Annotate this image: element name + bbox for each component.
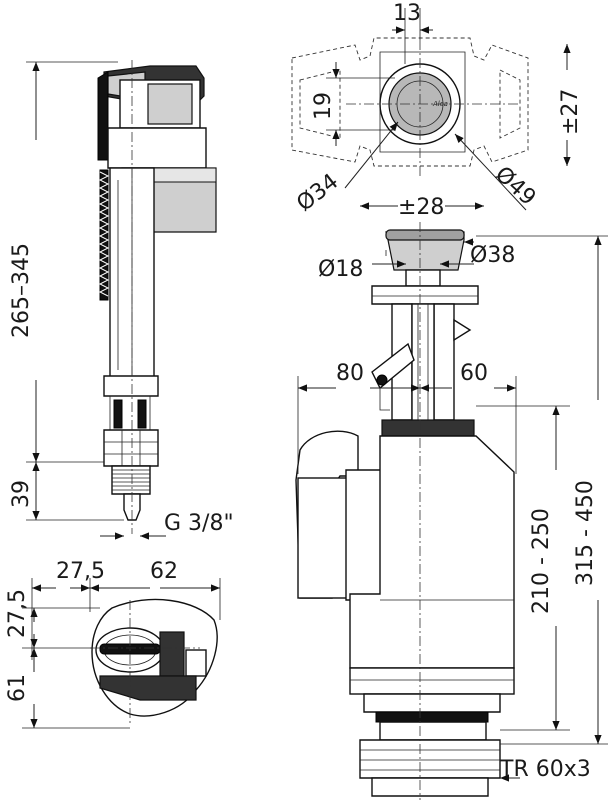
dim-top-side: ±27 bbox=[558, 89, 583, 135]
plan-view: 27,5 62 27,5 61 bbox=[5, 559, 221, 729]
dim-flush-total: 315 - 450 bbox=[573, 480, 598, 586]
dim-flush-inner: 210 - 250 bbox=[529, 508, 554, 614]
dim-top-width: 13 bbox=[393, 1, 421, 26]
dim-valve-thread-length: 39 bbox=[9, 480, 34, 508]
flush-valve-drawing: Ø18 Ø38 80 60 210 - 250 315 - 450 TR 60x… bbox=[295, 222, 608, 800]
top-view: Alca 13 19 ±27 Ø34 Ø49 ±28 bbox=[291, 1, 583, 220]
dim-plan-horizontal: 27,5 bbox=[56, 559, 105, 584]
dim-dia-34: Ø34 bbox=[292, 169, 343, 217]
dim-dia-18: Ø18 bbox=[318, 257, 363, 282]
dim-plan-vertical: 27,5 bbox=[5, 589, 30, 638]
dim-valve-thread: G 3/8" bbox=[164, 511, 234, 536]
dim-plan-61: 61 bbox=[5, 674, 30, 702]
dim-right-60: 60 bbox=[460, 361, 488, 386]
dim-valve-height: 265–345 bbox=[9, 243, 34, 338]
dim-plan-62: 62 bbox=[150, 559, 178, 584]
fill-valve-drawing: 265–345 39 G 3/8" bbox=[9, 60, 234, 540]
dim-top-span: ±28 bbox=[398, 195, 444, 220]
dim-base-thread: TR 60x3 bbox=[499, 757, 591, 782]
dim-dia-38: Ø38 bbox=[470, 243, 515, 268]
dim-dia-49: Ø49 bbox=[490, 162, 540, 211]
dim-left-80: 80 bbox=[336, 361, 364, 386]
dim-top-height: 19 bbox=[311, 92, 336, 120]
